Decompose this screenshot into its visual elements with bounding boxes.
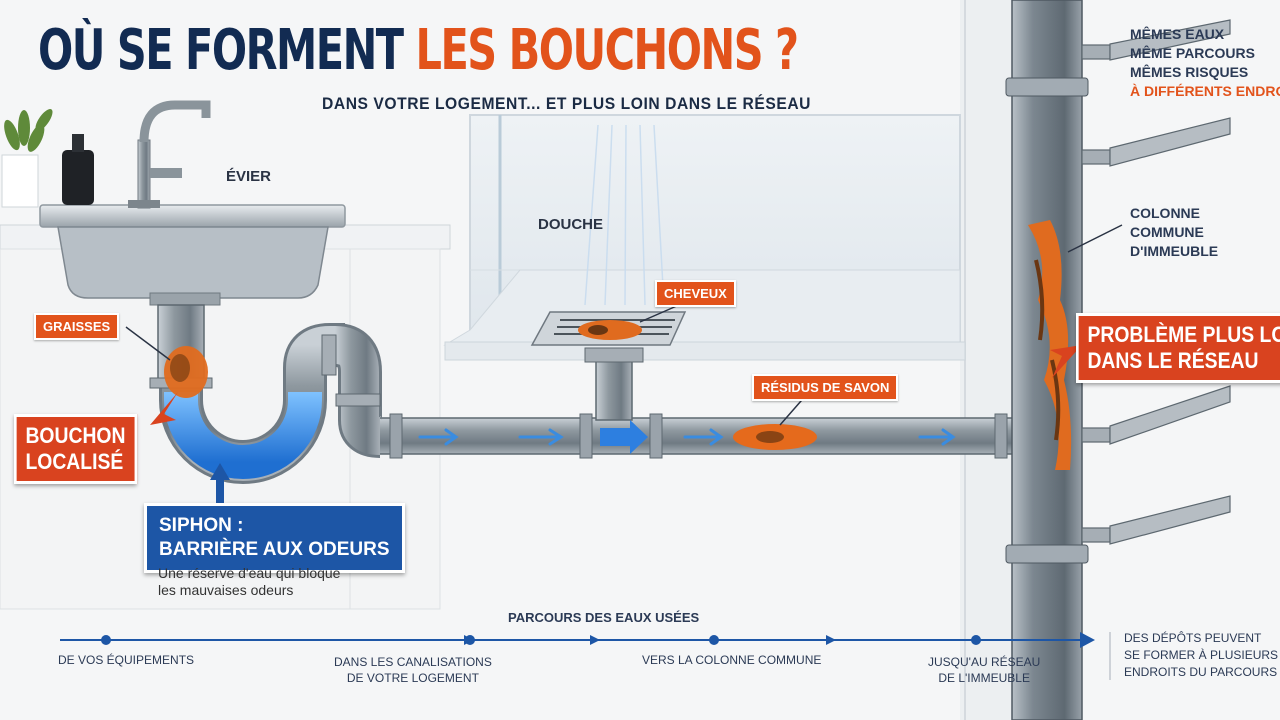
timeline-step-2-line2: DE VOTRE LOGEMENT	[346, 671, 479, 685]
local-blockage-line2: LOCALISÉ	[25, 449, 124, 474]
side-line2: MÊME PARCOURS	[1130, 45, 1255, 61]
side-line1: MÊMES EAUX	[1130, 26, 1225, 42]
timeline-step-2-line1: DANS LES CANALISATIONS	[334, 655, 492, 669]
siphon-note: Une réserve d'eau qui bloque les mauvais…	[158, 565, 340, 599]
end-note-line3: ENDROITS DU PARCOURS	[1124, 665, 1278, 679]
network-arrow	[1050, 345, 1082, 378]
column-label: COLONNE COMMUNE D'IMMEUBLE	[1130, 204, 1218, 261]
end-note-line1: DES DÉPÔTS PEUVENT	[1124, 631, 1262, 645]
local-blockage-tag: BOUCHON LOCALISÉ	[14, 414, 137, 484]
side-line4: À DIFFÉRENTS ENDROITS	[1130, 83, 1280, 99]
timeline	[60, 632, 1111, 680]
timeline-step-4-line1: JUSQU'AU RÉSEAU	[928, 655, 1041, 669]
network-problem-line2: DANS LE RÉSEAU	[1087, 348, 1259, 373]
network-problem-line1: PROBLÈME PLUS LOIN	[1087, 322, 1280, 347]
end-note-line2: SE FORMER À PLUSIEURS	[1124, 648, 1279, 662]
hair-tag: CHEVEUX	[655, 280, 736, 307]
title-part2: LES BOUCHONS ?	[415, 18, 800, 83]
siphon-note-line1: Une réserve d'eau qui bloque	[158, 565, 341, 581]
local-block-arrow	[150, 392, 178, 425]
title-part1: OÙ SE FORMENT	[38, 18, 404, 83]
deposits	[164, 320, 817, 450]
building-column	[1005, 0, 1089, 720]
soap-tag: RÉSIDUS DE SAVON	[752, 374, 899, 401]
page-title: OÙ SE FORMENT LES BOUCHONS ?	[38, 18, 800, 84]
siphon-line1: SIPHON :	[159, 515, 244, 536]
column-line1: COLONNE	[1130, 205, 1200, 221]
column-line3: D'IMMEUBLE	[1130, 243, 1219, 259]
network-problem-tag: PROBLÈME PLUS LOIN DANS LE RÉSEAU	[1076, 313, 1280, 383]
siphon-box: SIPHON : BARRIÈRE AUX ODEURS	[144, 503, 405, 573]
branch-pipes	[1081, 19, 1231, 545]
timeline-end-note: DES DÉPÔTS PEUVENT SE FORMER À PLUSIEURS…	[1124, 630, 1278, 681]
siphon-arrow	[210, 463, 230, 508]
sink-label: ÉVIER	[226, 168, 272, 185]
timeline-step-1-line1: DE VOS ÉQUIPEMENTS	[58, 653, 195, 667]
side-text: MÊMES EAUX MÊME PARCOURS MÊMES RISQUES À…	[1130, 25, 1280, 101]
timeline-step-1: DE VOS ÉQUIPEMENTS	[58, 652, 194, 668]
flow-arrows	[418, 428, 956, 446]
local-blockage-line1: BOUCHON	[25, 423, 126, 448]
page-subtitle: DANS VOTRE LOGEMENT... ET PLUS LOIN DANS…	[322, 94, 812, 113]
flow-arrow-bold	[600, 420, 648, 454]
timeline-title: PARCOURS DES EAUX USÉES	[508, 610, 700, 625]
siphon-note-line2: les mauvaises odeurs	[158, 582, 294, 598]
shower	[443, 114, 966, 361]
timeline-step-3: VERS LA COLONNE COMMUNE	[642, 652, 821, 668]
timeline-step-4: JUSQU'AU RÉSEAU DE L'IMMEUBLE	[928, 654, 1040, 686]
column-line2: COMMUNE	[1130, 224, 1204, 240]
shower-label: DOUCHE	[538, 216, 604, 233]
timeline-step-2: DANS LES CANALISATIONS DE VOTRE LOGEMENT	[334, 654, 492, 686]
timeline-step-3-line1: VERS LA COLONNE COMMUNE	[642, 653, 822, 667]
side-line3: MÊMES RISQUES	[1130, 64, 1249, 80]
timeline-step-4-line2: DE L'IMMEUBLE	[938, 671, 1030, 685]
siphon-line2: BARRIÈRE AUX ODEURS	[159, 539, 390, 560]
grease-tag: GRAISSES	[34, 313, 120, 340]
